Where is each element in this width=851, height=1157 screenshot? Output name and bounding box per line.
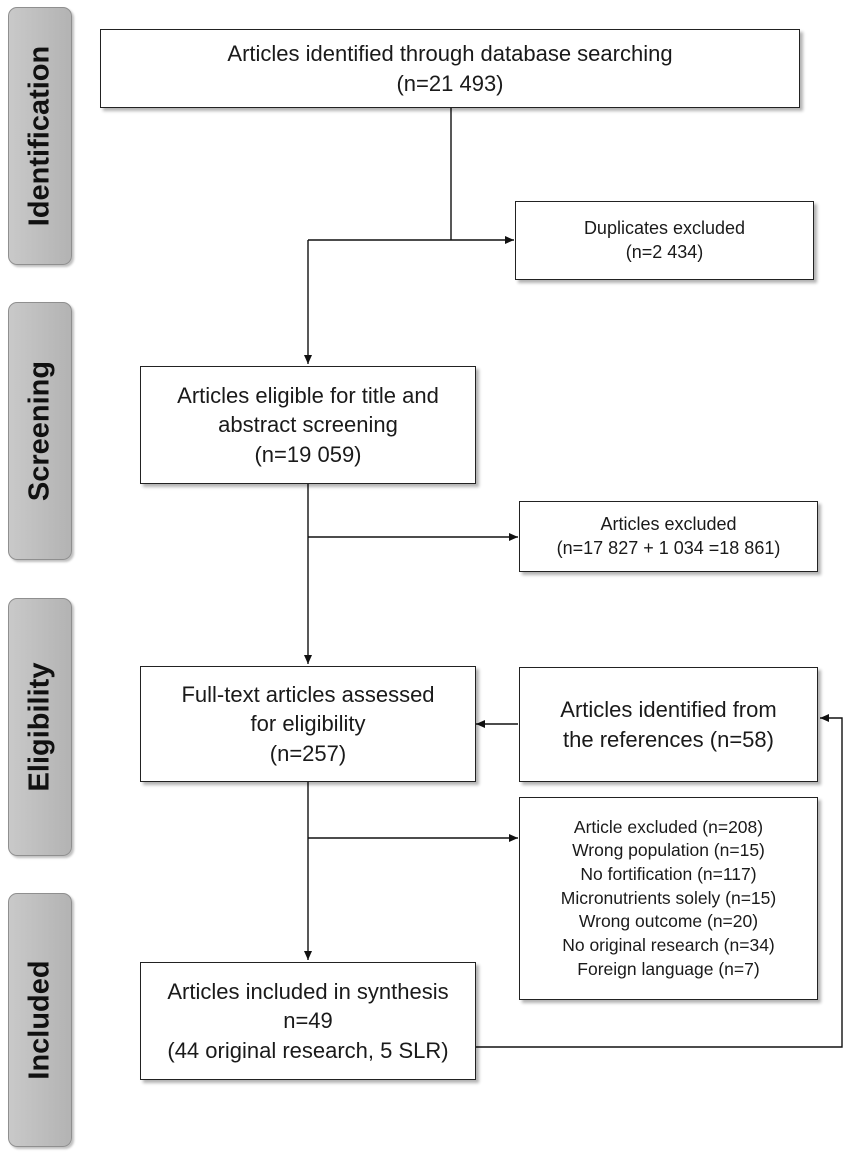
box-fulltext-assessed-line1: Full-text articles assessed <box>181 682 435 708</box>
box-screening-line3: (n=19 059) <box>254 441 362 467</box>
box-articles-identified-line2: (n=21 493) <box>396 70 504 96</box>
exclusion-reason: Article excluded (n=208) <box>573 816 764 837</box>
box-duplicates-excluded-line2: (n=2 434) <box>625 241 704 262</box>
box-included-synthesis-line1: Articles included in synthesis <box>167 979 449 1005</box>
box-references-line2: the references (n=58) <box>563 726 774 752</box>
phase-eligibility: Eligibility <box>8 598 72 856</box>
box-articles-identified: Articles identified through database sea… <box>100 29 800 108</box>
box-references: Articles identified from the references … <box>519 667 818 782</box>
box-fulltext-assessed-line3: (n=257) <box>269 740 347 766</box>
box-included-synthesis-line3: (44 original research, 5 SLR) <box>167 1037 449 1063</box>
box-included-synthesis-line2: n=49 <box>283 1008 333 1034</box>
box-duplicates-excluded: Duplicates excluded (n=2 434) <box>515 201 814 280</box>
exclusion-reason: No original research (n=34) <box>562 934 775 955</box>
box-included-synthesis: Articles included in synthesis n=49 (44 … <box>140 962 476 1080</box>
phase-included: Included <box>8 893 72 1147</box>
exclusion-reason: Foreign language (n=7) <box>577 958 760 979</box>
box-articles-identified-line1: Articles identified through database sea… <box>227 41 673 67</box>
box-fulltext-excluded: Article excluded (n=208) Wrong populatio… <box>519 797 818 1000</box>
box-screening-excluded-line2: (n=17 827 + 1 034 =18 861) <box>556 537 781 558</box>
phase-identification: Identification <box>8 7 72 265</box>
exclusion-reason: No fortification (n=117) <box>580 864 757 885</box>
box-fulltext-assessed: Full-text articles assessed for eligibil… <box>140 666 476 782</box>
box-screening-excluded-line1: Articles excluded <box>600 513 737 534</box>
box-duplicates-excluded-line1: Duplicates excluded <box>583 217 746 238</box>
exclusion-reason: Wrong outcome (n=20) <box>578 911 759 932</box>
box-references-line1: Articles identified from <box>560 697 777 723</box>
exclusion-reason: Micronutrients solely (n=15) <box>560 887 777 908</box>
box-screening-line2: abstract screening <box>218 412 398 438</box>
exclusion-reason: Wrong population (n=15) <box>572 840 765 861</box>
box-screening-line1: Articles eligible for title and <box>177 383 439 409</box>
box-screening-excluded: Articles excluded (n=17 827 + 1 034 =18 … <box>519 501 818 572</box>
arrow-included-to-references <box>476 714 843 1048</box>
phase-screening: Screening <box>8 302 72 560</box>
box-fulltext-assessed-line2: for eligibility <box>250 711 366 737</box>
box-screening: Articles eligible for title and abstract… <box>140 366 476 484</box>
